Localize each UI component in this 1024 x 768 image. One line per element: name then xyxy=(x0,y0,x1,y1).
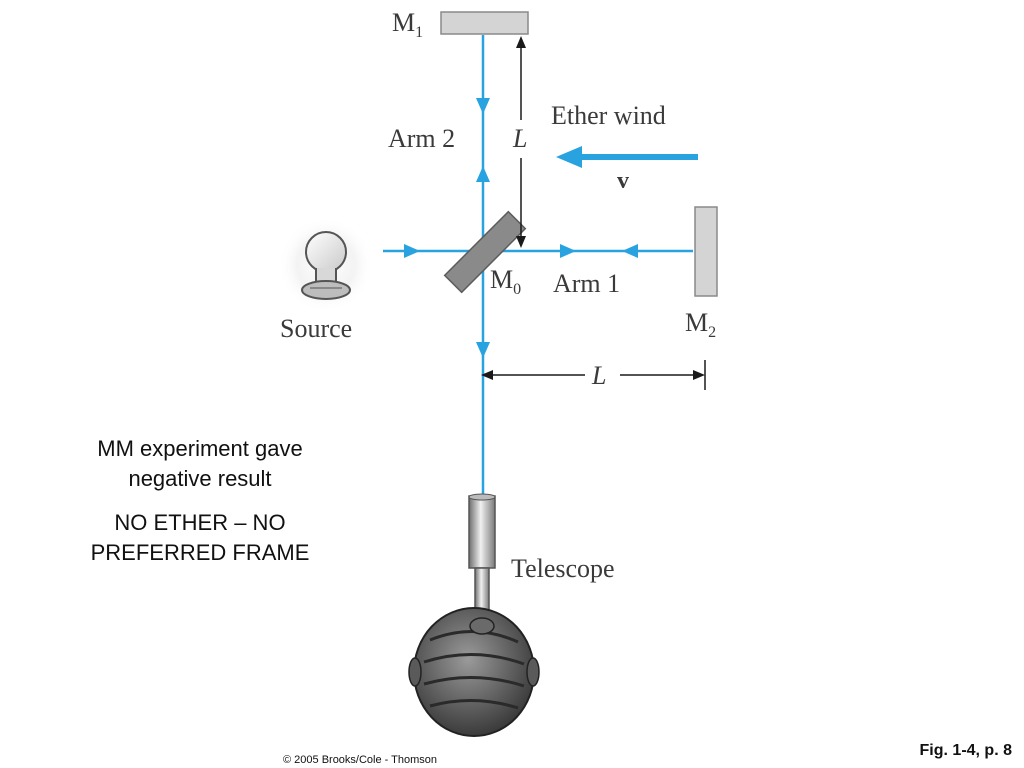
arrow-arm2-down xyxy=(476,98,490,114)
dimension-vertical xyxy=(516,36,526,248)
label-source: Source xyxy=(280,314,352,343)
ether-wind-arrow xyxy=(556,146,698,168)
telescope-icon xyxy=(468,493,496,615)
label-telescope: Telescope xyxy=(511,554,615,583)
note-no-ether: NO ETHER – NO PREFERRED FRAME xyxy=(90,510,310,565)
label-ether-wind: Ether wind xyxy=(551,101,666,130)
notes-text-block: MM experiment gave negative result NO ET… xyxy=(80,434,320,582)
note-negative-result: MM experiment gave negative result xyxy=(97,436,303,491)
mirror-m2 xyxy=(694,206,718,297)
beam-arrows xyxy=(404,98,638,358)
mirror-m1 xyxy=(440,11,529,35)
arrow-down-to-telescope xyxy=(476,342,490,358)
label-length-vertical: L xyxy=(512,124,527,153)
label-m0: M0 xyxy=(490,265,521,298)
observer-head-icon xyxy=(408,607,540,737)
label-arm2: Arm 2 xyxy=(388,124,455,153)
light-source-icon xyxy=(278,217,374,313)
label-m2: M2 xyxy=(685,308,716,341)
label-velocity: v xyxy=(617,168,629,194)
label-m1: M1 xyxy=(392,8,423,41)
label-length-horizontal: L xyxy=(591,361,606,390)
copyright-credit: © 2005 Brooks/Cole - Thomson xyxy=(283,754,438,766)
dimension-horizontal xyxy=(481,360,706,390)
arrow-source-right xyxy=(404,244,420,258)
arrow-arm2-up xyxy=(476,166,490,182)
arrow-arm1-left xyxy=(622,244,638,258)
arrow-arm1-right xyxy=(560,244,576,258)
figure-reference: Fig. 1-4, p. 8 xyxy=(919,742,1012,759)
label-arm1: Arm 1 xyxy=(553,269,620,298)
beam-splitter-m0 xyxy=(443,210,527,294)
